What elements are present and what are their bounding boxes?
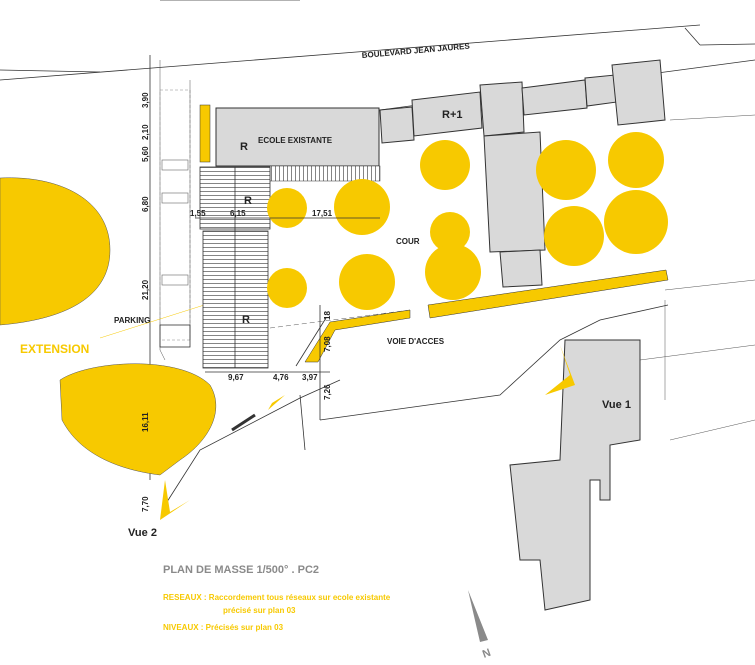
- dim-label: 17,51: [312, 209, 333, 218]
- networks-note: RESEAUX : Raccordement tous réseaux sur …: [163, 593, 391, 602]
- extension-area-left: [0, 177, 111, 326]
- view1-label: Vue 1: [602, 399, 631, 411]
- extension-area-bottom: [59, 363, 217, 476]
- level-label: R: [244, 195, 252, 207]
- parking-label: PARKING: [114, 316, 150, 325]
- extension-building: [199, 166, 271, 369]
- street-label: BOULEVARD JEAN JAURES: [361, 42, 470, 60]
- extension-label: EXTENSION: [20, 342, 89, 356]
- view1-marker: [545, 345, 575, 395]
- dim-label: 3,90: [141, 92, 150, 108]
- access-strips: [269, 269, 669, 367]
- networks-note-2: précisé sur plan 03: [223, 606, 296, 615]
- access-road-label: VOIE D'ACCES: [387, 337, 445, 346]
- dim-label: 7,08: [323, 336, 332, 352]
- dim-label: 7,26: [323, 384, 332, 400]
- existing-buildings: [379, 59, 666, 611]
- dim-label: 3,97: [302, 373, 318, 382]
- dimensions: 1,55 6,15 17,51 9,67 4,76 3,97 3,90 2,10…: [141, 92, 380, 512]
- yellow-strip: [199, 104, 211, 163]
- dim-label: 16,11: [141, 412, 150, 432]
- dim-label: 9,67: [228, 373, 244, 382]
- levels-note: NIVEAUX : Précisés sur plan 03: [163, 623, 284, 632]
- view2-label: Vue 2: [128, 527, 157, 539]
- level-label: R: [240, 141, 248, 153]
- north-label: N: [481, 647, 493, 661]
- existing-school-building: [215, 107, 380, 167]
- trees: [267, 132, 668, 310]
- dim-label: 5,60: [141, 146, 150, 162]
- parking-stalls: [159, 80, 191, 348]
- r1-label: R+1: [442, 109, 463, 121]
- dim-label: 6,80: [141, 196, 150, 212]
- view2-marker: [160, 480, 190, 520]
- courtyard-label: COUR: [396, 237, 420, 246]
- dim-label: 6,15: [230, 209, 246, 218]
- plan-title: PLAN DE MASSE 1/500° . PC2: [163, 564, 319, 576]
- dim-label: 21,20: [141, 279, 150, 300]
- dim-label: 7,70: [141, 496, 150, 512]
- dim-label: 1,55: [190, 209, 206, 218]
- north-arrow-icon: [468, 590, 488, 642]
- existing-school-label: ECOLE EXISTANTE: [258, 136, 333, 145]
- dim-label: 18: [323, 311, 332, 320]
- dim-label: 4,76: [273, 373, 289, 382]
- dim-label: 2,10: [141, 124, 150, 140]
- level-label: R: [242, 314, 250, 326]
